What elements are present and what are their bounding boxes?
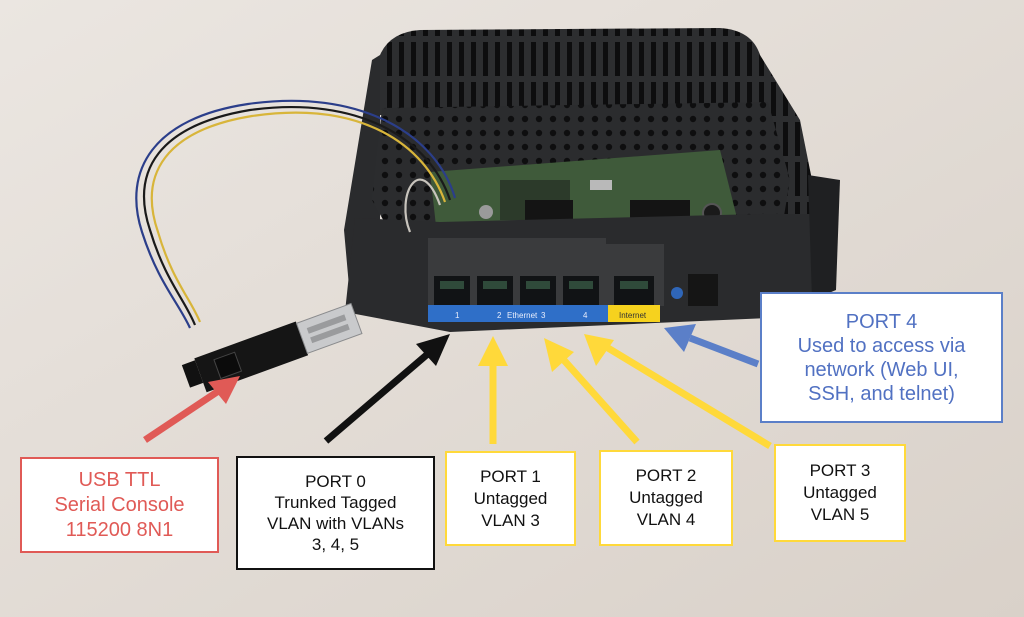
port4-label-line-2: Used to access via bbox=[797, 334, 966, 357]
power-jack bbox=[688, 274, 718, 306]
port0-label-line-2: Trunked Tagged bbox=[274, 493, 397, 512]
port0-label-line-1: PORT 0 bbox=[305, 472, 366, 491]
usb-label-line-1: USB TTL bbox=[78, 468, 161, 491]
arrow-port0 bbox=[323, 334, 450, 444]
usb-ttl-adapter bbox=[181, 302, 363, 393]
port3-label-line-3: VLAN 5 bbox=[810, 505, 870, 524]
ethernet-ports bbox=[434, 276, 654, 306]
arrow-port2 bbox=[544, 338, 640, 445]
port4-label: PORT 4 Used to access via network (Web U… bbox=[760, 292, 1003, 423]
port2-label-line-1: PORT 2 bbox=[635, 466, 697, 485]
port3-label: PORT 3 Untagged VLAN 5 bbox=[774, 444, 906, 542]
svg-text:Ethernet: Ethernet bbox=[507, 311, 538, 320]
port2-label: PORT 2 Untagged VLAN 4 bbox=[599, 450, 733, 546]
arrow-port1 bbox=[478, 336, 508, 444]
svg-text:2: 2 bbox=[497, 311, 502, 320]
internet-strip bbox=[608, 305, 660, 322]
port0-label: PORT 0 Trunked Tagged VLAN with VLANs 3,… bbox=[236, 456, 435, 570]
port0-label-line-4: 3, 4, 5 bbox=[311, 535, 360, 554]
reset-button bbox=[671, 287, 683, 299]
port1-label-line-2: Untagged bbox=[473, 488, 548, 508]
svg-text:4: 4 bbox=[583, 311, 588, 320]
port4-label-line-3: network (Web UI, bbox=[804, 358, 959, 381]
port1-label-line-3: VLAN 3 bbox=[481, 510, 540, 530]
svg-text:1: 1 bbox=[455, 311, 460, 320]
usb-label-line-2: Serial Console bbox=[54, 493, 185, 516]
usb-ttl-label: USB TTL Serial Console 115200 8N1 bbox=[20, 457, 219, 553]
port1-label-line-1: PORT 1 bbox=[480, 466, 541, 486]
port4-label-line-1: PORT 4 bbox=[845, 310, 918, 333]
port3-label-line-1: PORT 3 bbox=[809, 461, 871, 480]
port2-label-line-2: Untagged bbox=[629, 488, 703, 507]
port2-label-line-3: VLAN 4 bbox=[636, 510, 696, 529]
usb-label-line-3: 115200 8N1 bbox=[65, 518, 174, 541]
port1-label: PORT 1 Untagged VLAN 3 bbox=[445, 451, 576, 546]
port3-label-line-2: Untagged bbox=[803, 483, 877, 502]
arrow-port3 bbox=[584, 334, 772, 449]
serial-wires bbox=[135, 99, 457, 329]
ethernet-strip bbox=[428, 305, 608, 322]
port0-label-line-3: VLAN with VLANs bbox=[267, 514, 404, 533]
arrow-port4 bbox=[664, 324, 760, 368]
router-rim bbox=[380, 28, 768, 115]
svg-text:3: 3 bbox=[541, 311, 546, 320]
port4-label-line-4: SSH, and telnet) bbox=[808, 382, 955, 405]
svg-text:Internet: Internet bbox=[619, 311, 647, 320]
arrow-usb bbox=[143, 376, 240, 443]
